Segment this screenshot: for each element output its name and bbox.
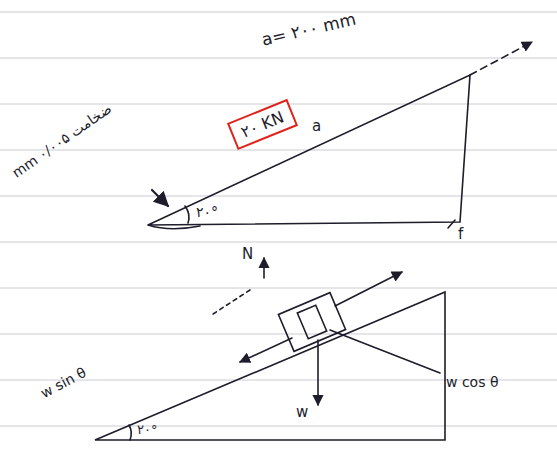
angle-label: ۲۰° — [196, 205, 218, 220]
component-line — [210, 290, 250, 316]
weight-arrow — [317, 340, 319, 405]
friction-tick — [448, 220, 455, 228]
force-label: f — [458, 226, 463, 243]
force-label: N — [242, 246, 253, 263]
component-label: w sin θ — [38, 365, 88, 402]
angle-arc — [129, 425, 131, 440]
thickness-note: ضخامت ۰/۰۰۵ mm — [10, 101, 115, 181]
angle-label: ۲۰° — [137, 423, 157, 437]
load-box: ۲۰ KN — [227, 98, 298, 149]
dimension: a= ۲۰۰ mm — [260, 9, 358, 49]
normal-arrow — [263, 258, 265, 278]
wedge — [148, 75, 470, 225]
tip-arrow — [152, 190, 168, 206]
incline — [95, 292, 445, 440]
friction-arrow — [335, 272, 402, 306]
dimension-symbol: a — [312, 118, 321, 135]
wedge-tip — [148, 225, 200, 229]
direction-arrow — [470, 42, 532, 75]
block — [278, 293, 345, 352]
notebook-lines — [0, 12, 557, 426]
load-value: ۲۰ KN — [238, 107, 287, 141]
component-arrow — [240, 338, 292, 362]
leader-line — [330, 330, 440, 373]
force-label: w — [296, 404, 308, 421]
angle-arc — [185, 206, 189, 223]
component-label: w cos θ — [446, 375, 498, 390]
